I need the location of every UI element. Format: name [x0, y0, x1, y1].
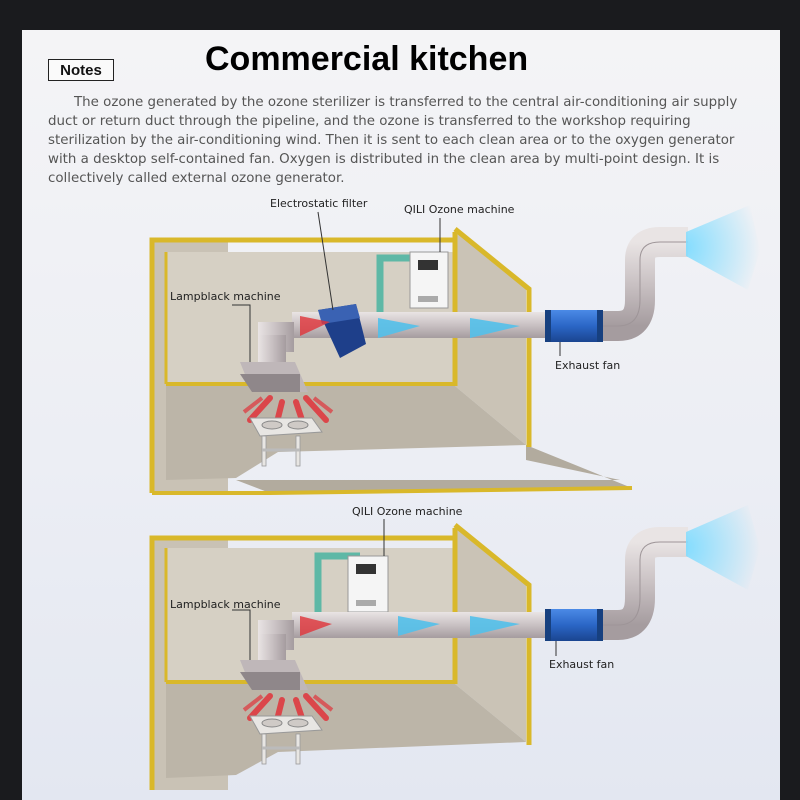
top-electrostatic-filter: [318, 304, 366, 358]
bottom-exhaust-fan: [545, 609, 603, 641]
bottom-air-spray: [686, 505, 760, 590]
top-stove: [249, 417, 323, 467]
top-label-electrostatic-filter: Electrostatic filter: [270, 197, 368, 210]
bottom-room: [149, 523, 532, 790]
bottom-label-ozone-machine: QILI Ozone machine: [352, 505, 463, 518]
top-exhaust-fan: [545, 310, 603, 342]
notes-badge: Notes: [48, 59, 114, 81]
bottom-diagram: QILI Ozone machine Lampblack machine Exh…: [149, 505, 760, 790]
bottom-stove: [249, 715, 323, 765]
top-outlet-pipe: [603, 227, 688, 341]
bottom-label-exhaust-fan: Exhaust fan: [549, 658, 614, 671]
top-ozone-pipe: [376, 254, 420, 318]
top-diagram: Electrostatic filter QILI Ozone machine …: [149, 197, 760, 495]
top-label-ozone-machine: QILI Ozone machine: [404, 203, 515, 216]
top-ozone-machine-unit: [409, 251, 449, 309]
bottom-leader-lines: [232, 519, 557, 660]
bottom-ozone-machine-unit: [347, 555, 389, 613]
top-leader-lines: [232, 211, 561, 362]
bottom-flow-arrows: [300, 616, 520, 636]
top-flow-arrows: [300, 316, 520, 338]
top-label-lampblack-machine: Lampblack machine: [170, 290, 281, 303]
page-title: Commercial kitchen: [205, 40, 529, 78]
top-label-exhaust-fan: Exhaust fan: [555, 359, 620, 372]
bottom-ozone-pipe: [314, 552, 360, 622]
top-heat-arrows: [242, 395, 334, 429]
bottom-heat-arrows: [242, 693, 334, 727]
bottom-label-lampblack-machine: Lampblack machine: [170, 598, 281, 611]
top-air-spray: [686, 205, 760, 290]
bottom-outlet-pipe: [603, 527, 688, 640]
notes-paragraph: The ozone generated by the ozone sterili…: [48, 95, 738, 186]
